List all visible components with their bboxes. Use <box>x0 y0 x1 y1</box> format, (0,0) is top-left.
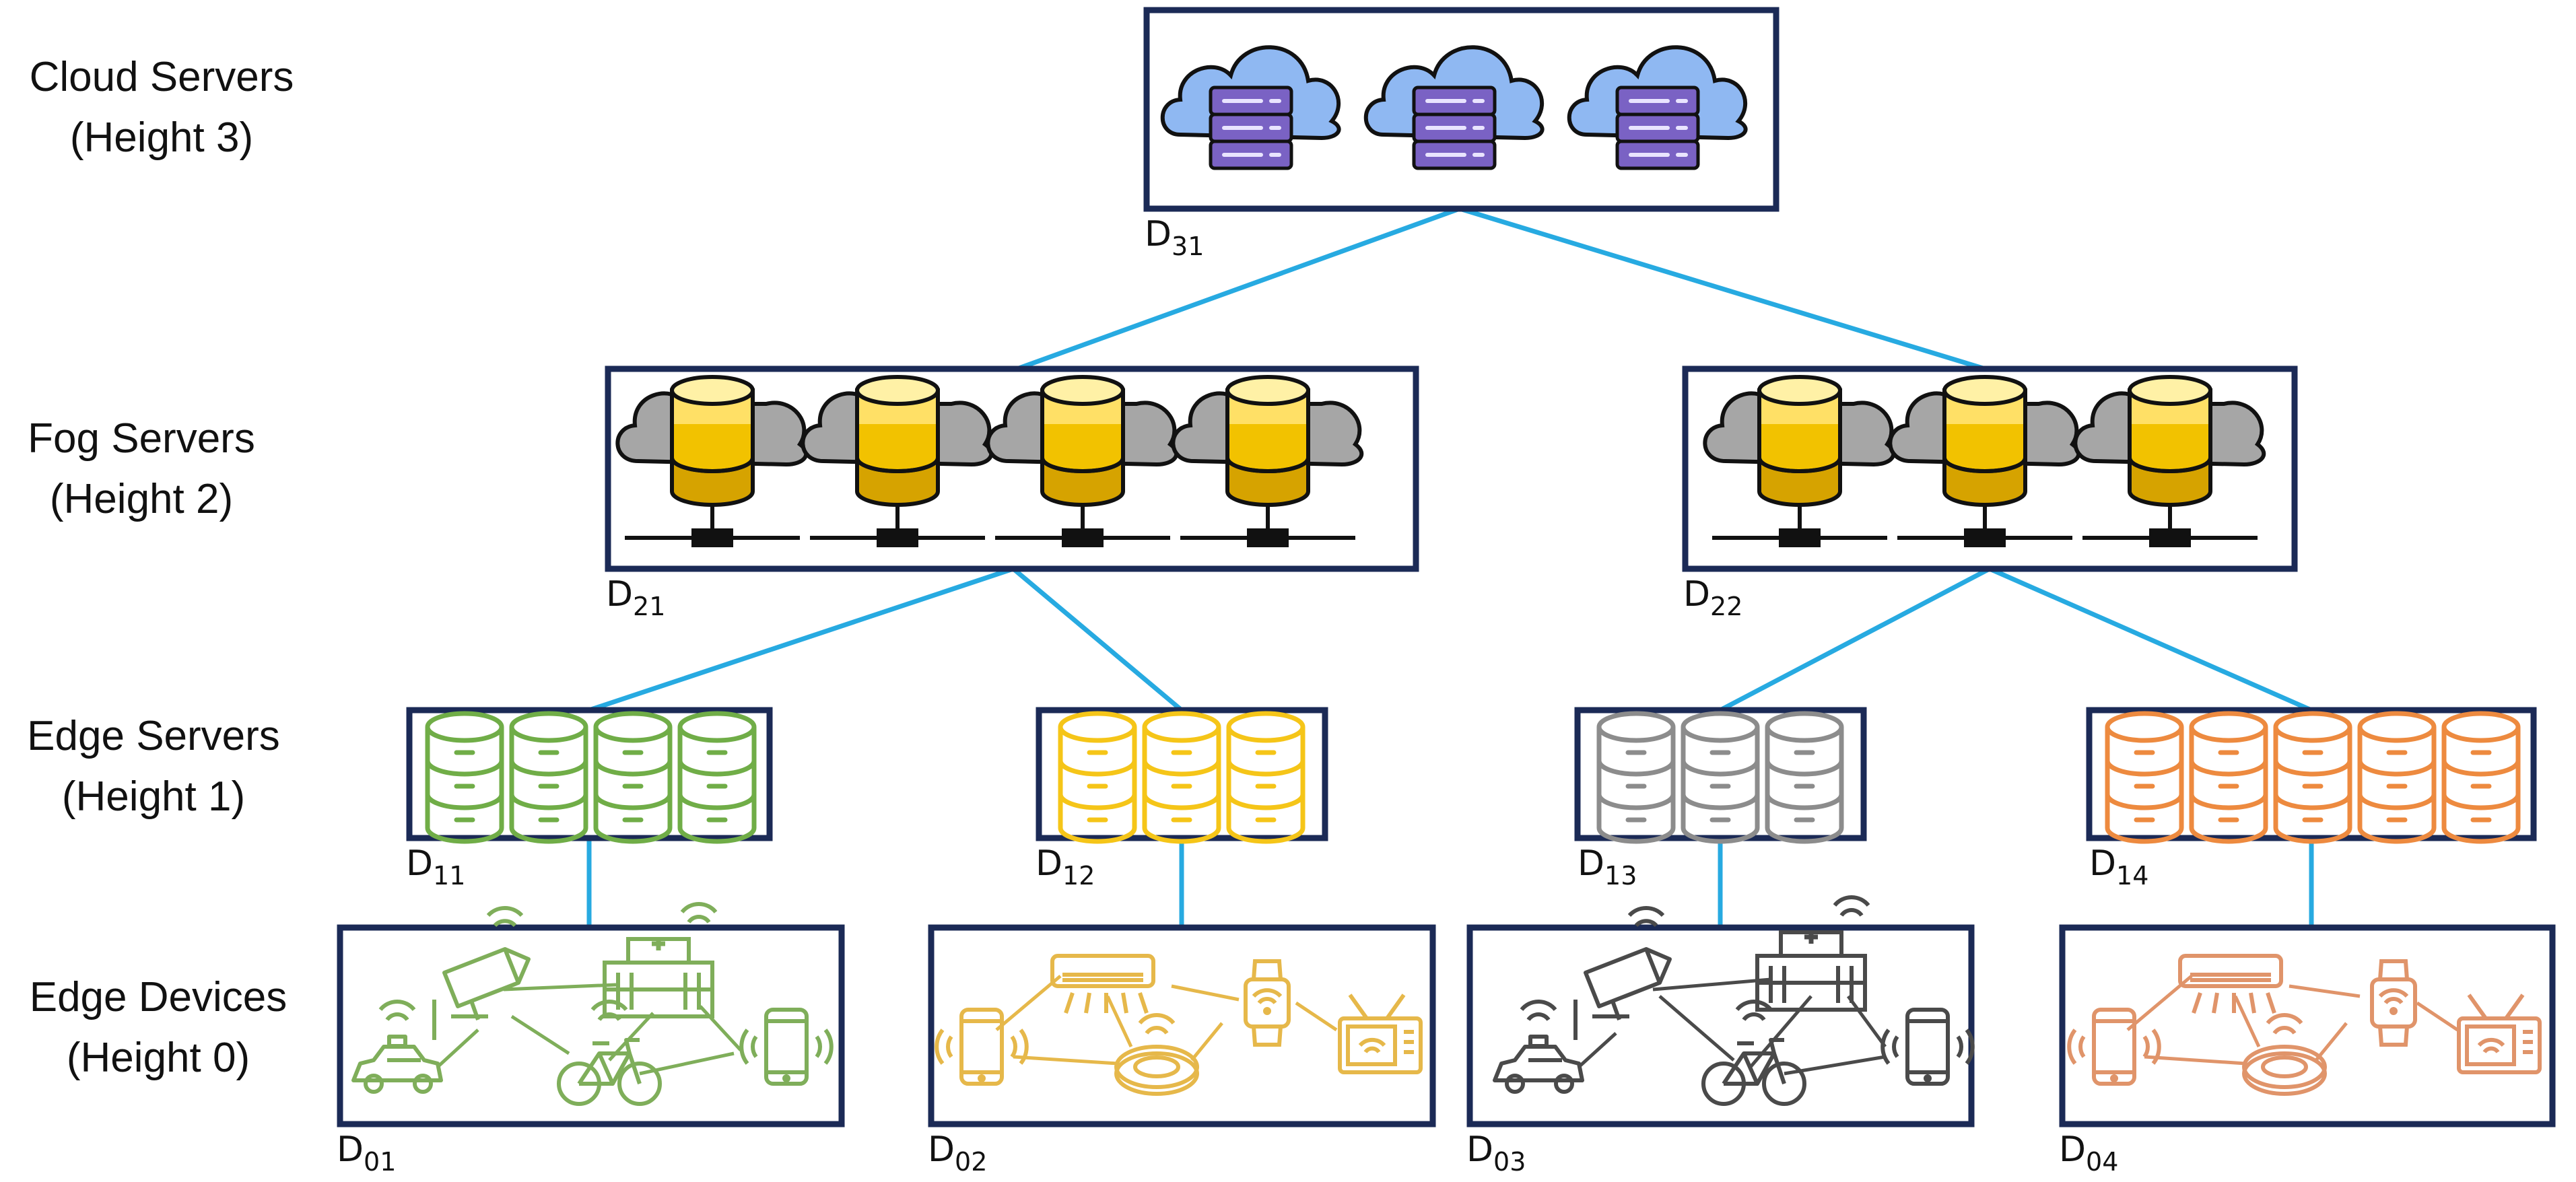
level-title: Edge Devices <box>30 974 287 1020</box>
link-d31-d21 <box>1012 206 1461 373</box>
level-height: (Height 1) <box>62 773 245 820</box>
edge-devices-box <box>1466 924 1975 1127</box>
node-label-d02: D02 <box>928 1129 987 1177</box>
link-d22-d13 <box>1719 566 1991 713</box>
level-label-fog: Fog Servers (Height 2) <box>28 415 255 522</box>
level-title: Edge Servers <box>27 713 280 759</box>
node-d22: D22 <box>1682 366 2298 621</box>
link-d21-d12 <box>1011 567 1184 712</box>
level-label-edge-devices: Edge Devices (Height 0) <box>30 974 287 1081</box>
node-d01: D01 <box>337 904 845 1177</box>
node-d14: D14 <box>2086 707 2537 891</box>
node-d31: D31 <box>1143 7 1780 261</box>
level-height: (Height 2) <box>50 476 233 522</box>
link-d21-d11 <box>588 566 1015 713</box>
node-label-d12: D12 <box>1036 843 1095 891</box>
node-label-d03: D03 <box>1466 1129 1526 1177</box>
node-d02: D02 <box>928 924 1436 1177</box>
level-label-cloud: Cloud Servers (Height 3) <box>30 54 294 161</box>
node-d11: D11 <box>406 707 773 891</box>
level-title: Cloud Servers <box>30 54 294 100</box>
node-d13: D13 <box>1574 707 1867 891</box>
node-d04: D04 <box>2059 924 2556 1177</box>
connections <box>586 206 2314 928</box>
node-label-d11: D11 <box>406 843 465 891</box>
node-label-d13: D13 <box>1578 843 1637 891</box>
node-label-d22: D22 <box>1683 574 1742 621</box>
level-height: (Height 3) <box>70 114 253 161</box>
level-label-edge-servers: Edge Servers (Height 1) <box>27 713 280 820</box>
node-label-d31: D31 <box>1145 214 1204 261</box>
link-d22-d14 <box>1988 566 2313 713</box>
link-d31-d22 <box>1458 206 1991 373</box>
node-label-d14: D14 <box>2089 843 2148 891</box>
level-title: Fog Servers <box>28 415 255 462</box>
node-d21: D21 <box>605 366 1419 621</box>
level-height: (Height 0) <box>67 1035 250 1081</box>
node-label-d04: D04 <box>2059 1129 2118 1177</box>
node-d12: D12 <box>1036 707 1328 891</box>
node-label-d01: D01 <box>337 1129 396 1177</box>
node-d03: D03 <box>1466 897 1973 1177</box>
node-label-d21: D21 <box>606 574 665 621</box>
